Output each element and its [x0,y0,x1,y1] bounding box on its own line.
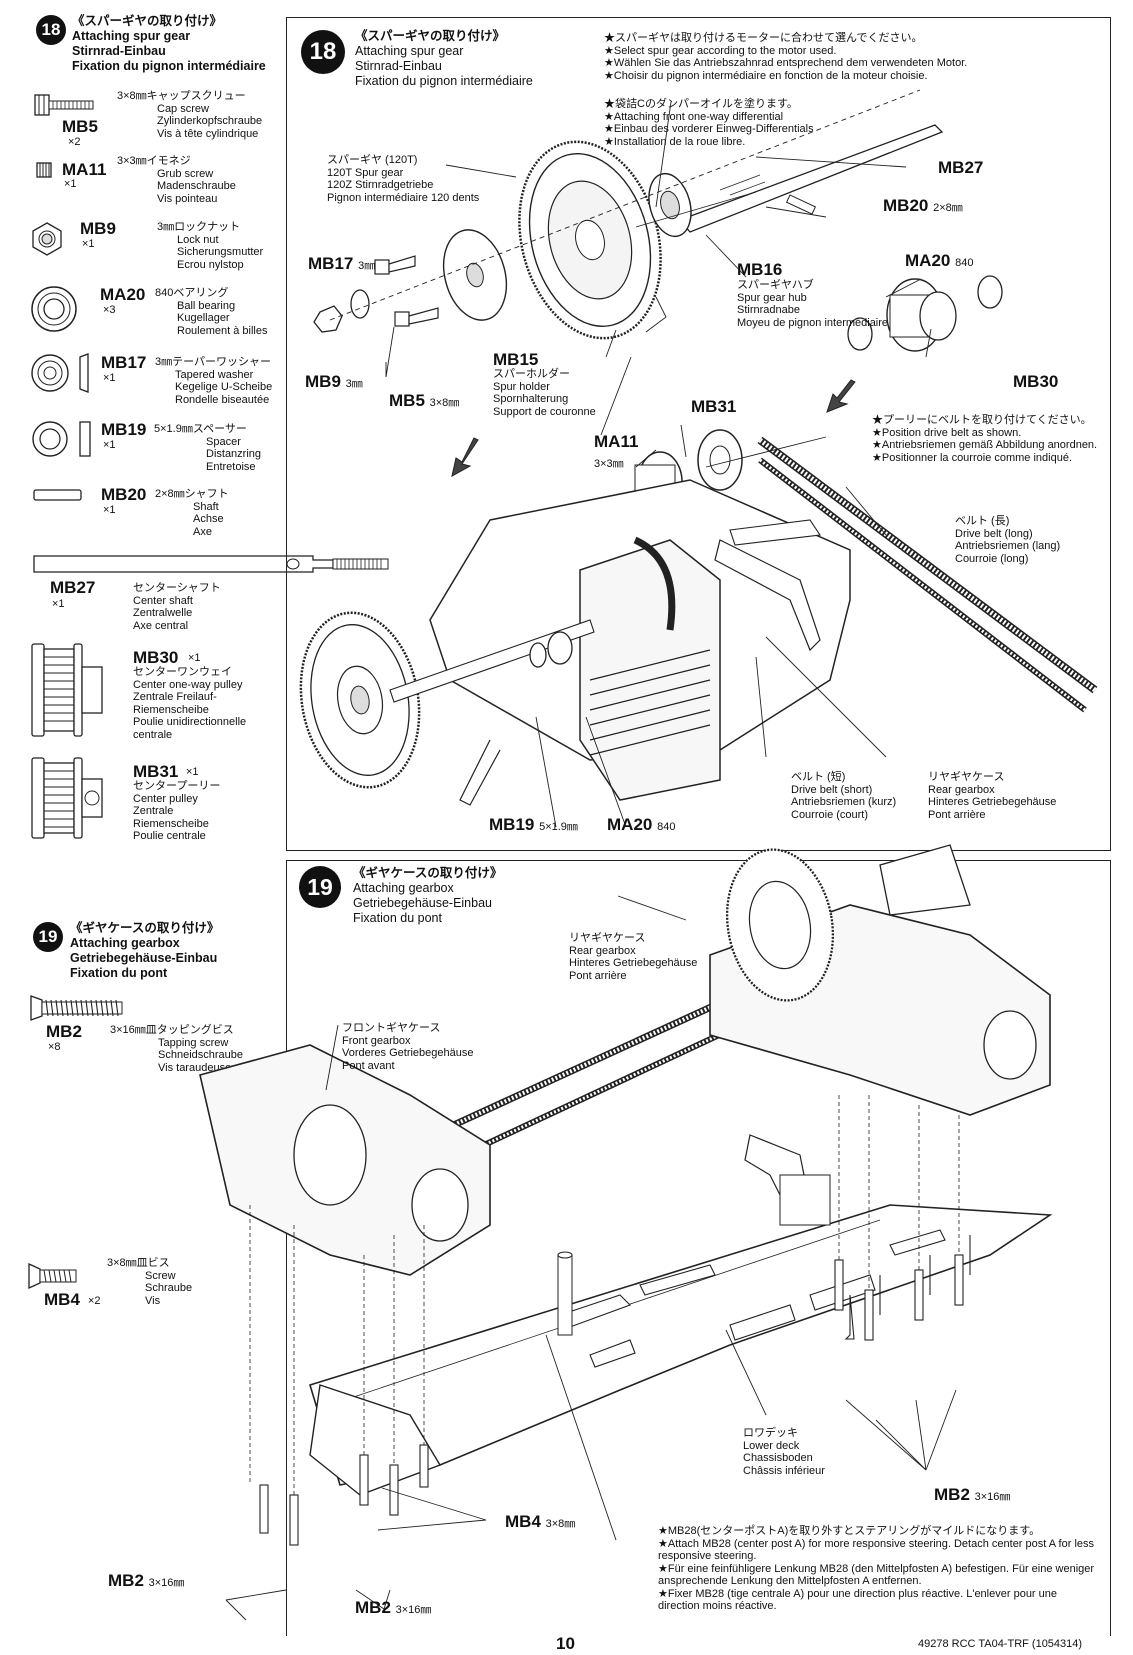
part-qty-mb2: ×8 [48,1041,61,1053]
callout-ma20-top: MA20 840 [905,251,974,270]
part-qty-ma20: ×3 [103,304,116,316]
tapered-washer-icon [31,353,89,393]
label-spur-gear: スパーギヤ (120T)120T Spur gear 120Z Stirnrad… [327,154,480,204]
callout-mb16: MB16 [737,260,783,279]
one-way-pulley-icon [31,643,103,737]
center-pulley-icon [31,757,103,839]
part-qty-ma11: ×1 [64,178,77,190]
page-number: 10 [556,1634,575,1653]
step18-badge-small: 18 [36,15,66,45]
part-code-mb20: MB20 [101,485,147,504]
step18-note-oneway: ★袋詰Cのダンパーオイルを塗ります。★Attaching front one-w… [604,98,814,148]
label-belt-short: ベルト (短)Drive belt (short) Antriebsriemen… [791,771,897,821]
part-qty-mb4: ×2 [88,1295,101,1307]
part-code-mb31: MB31 [133,762,179,781]
part-qty-mb27: ×1 [52,598,65,610]
sidebar19-title: 《ギヤケースの取り付け》 Attaching gearbox Getriebeg… [70,921,220,980]
part-code-mb27: MB27 [50,578,96,597]
part-qty-mb31: ×1 [186,766,199,778]
step18-note-belt: ★プーリーにベルトを取り付けてください。★Position drive belt… [872,414,1098,464]
part-desc-mb27: センターシャフト Center shaft Zentralwelle Axe c… [133,582,221,632]
shaft-icon [33,489,82,501]
rear-chassis-drawing [299,429,1098,806]
part-code-ma11: MA11 [62,160,107,179]
callout-mb2-left: MB2 3×16㎜ [108,1571,185,1590]
countersunk-screw-icon [28,1262,77,1290]
step18-leader-lines [385,101,932,828]
part-qty-mb20: ×1 [103,504,116,516]
spacer-icon [32,421,91,457]
step18-title: 《スパーギヤの取り付け》 Attaching spur gear Stirnra… [355,29,533,88]
doc-id: 49278 RCC TA04-TRF (1054314) [918,1638,1083,1650]
spur-gear-assembly-drawing [313,89,1003,352]
part-code-mb19: MB19 [101,420,147,439]
step18-panel [286,17,1111,851]
part-code-ma20: MA20 [100,285,146,304]
cap-screw-icon [34,94,94,116]
callout-mb15: MB15 [493,350,539,369]
step19-panel [286,860,1111,1636]
center-shaft-icon [33,555,389,573]
part-desc-ma11: 3×3㎜イモネジ Grub screw Madenschraube Vis po… [117,155,236,205]
part-code-mb2: MB2 [46,1022,82,1041]
full-chassis-drawing [199,844,1053,1546]
part-desc-mb20: 2×8㎜シャフト Shaft Achse Axe [155,488,229,538]
callout-mb19: MB19 5×1.9㎜ [489,815,578,834]
part-qty-mb30: ×1 [188,652,201,664]
part-qty-mb17: ×1 [103,372,116,384]
part-code-mb9: MB9 [80,219,116,238]
lock-nut-icon [32,222,62,256]
grub-screw-icon [36,162,52,178]
step18-badge: 18 [301,30,345,74]
part-desc-mb4: 3×8㎜皿ビス Screw Schraube Vis [107,1257,193,1307]
part-desc-mb17: 3㎜テーパーワッシャー Tapered washer Kegelige U-Sc… [155,356,273,406]
part-desc-mb5: 3×8㎜キャップスクリュー Cap screw Zylinderkopfschr… [117,90,263,140]
part-qty-mb5: ×2 [68,136,81,148]
label-belt-long: ベルト (長)Drive belt (long) Antriebsriemen … [955,515,1061,565]
step19-badge-small: 19 [33,922,63,952]
step19-note-center-post: ★MB28(センターポストA)を取り外すとステアリングがマイルドになります。 ★… [658,1525,1095,1612]
part-desc-mb2: 3×16㎜皿タッピングビス Tapping screw Schneidschra… [110,1024,244,1074]
step19-title: 《ギヤケースの取り付け》 Attaching gearbox Getriebeg… [353,866,503,925]
part-code-mb17: MB17 [101,353,147,372]
arrow-down-left-icon-2 [826,379,856,413]
part-desc-mb31: センタープーリー Center pulley Zentrale Riemensc… [133,780,221,842]
callout-mb9: MB9 3㎜ [305,372,363,391]
callout-mb20: MB20 2×8㎜ [883,196,963,215]
part-qty-mb9: ×1 [82,238,95,250]
part-desc-mb30: センターワンウェイ Center one-way pulley Zentrale… [133,666,247,741]
arrow-down-left-icon [451,437,479,477]
callout-mb2-mid: MB2 3×16㎜ [355,1598,432,1617]
part-code-mb5: MB5 [62,117,98,136]
step18-note-spur: ★スパーギヤは取り付けるモーターに合わせて選んでください。★Select spu… [604,32,968,82]
part-qty-mb19: ×1 [103,439,116,451]
tapping-screw-icon [30,995,123,1021]
part-desc-ma20: 840ベアリング Ball bearing Kugellager Rouleme… [155,287,268,337]
part-desc-mb19: 5×1.9㎜スペーサー Spacer Distanzring Entretois… [154,423,262,473]
callout-mb4: MB4 3×8㎜ [505,1512,576,1531]
part-code-mb30: MB30 [133,648,179,667]
callout-mb5: MB5 3×8㎜ [389,391,460,410]
callout-mb2-right: MB2 3×16㎜ [934,1485,1011,1504]
step19-leader-lines [225,895,957,1621]
callout-mb17: MB17 3㎜ [308,254,376,273]
callout-mb27: MB27 [938,158,984,177]
sidebar18-title: 《スパーギヤの取り付け》 Attaching spur gear Stirnra… [72,14,266,73]
part-code-mb4: MB4 [44,1290,80,1309]
callout-ma20-bottom: MA20 840 [607,815,676,834]
callout-mb31: MB31 [691,397,737,416]
callout-mb30: MB30 [1013,372,1059,391]
part-desc-mb9: 3㎜ロックナット Lock nut Sicherungsmutter Ecrou… [157,221,264,271]
step19-badge: 19 [299,866,341,908]
ball-bearing-icon [31,286,77,332]
